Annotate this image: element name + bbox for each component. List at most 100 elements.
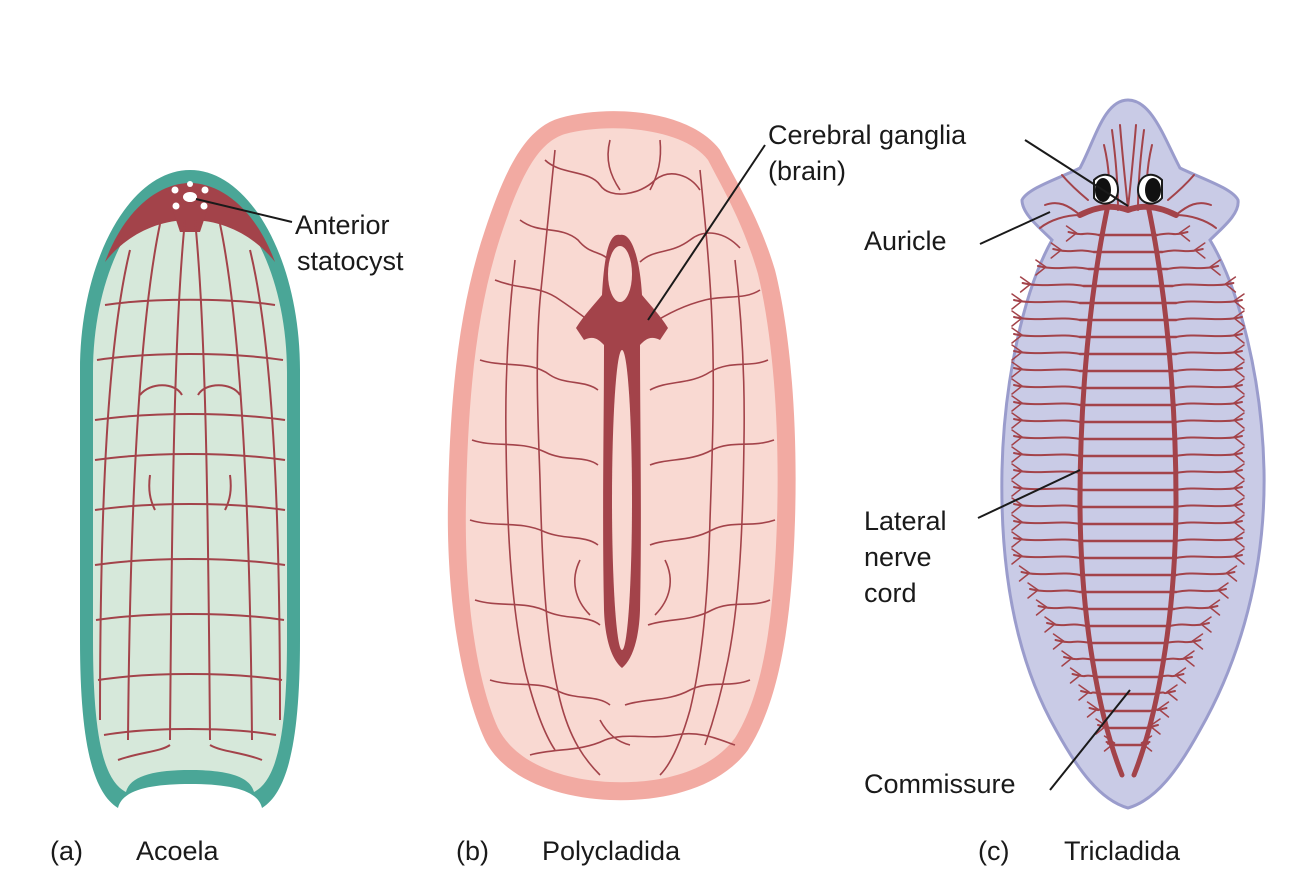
tricladida-nerve-branch xyxy=(1013,503,1081,508)
tricladida-nerve-branch xyxy=(1078,684,1090,693)
acoela-statocyst-cell xyxy=(172,202,180,210)
tricladida-nerve-branch xyxy=(1233,395,1245,404)
tricladida-nerve-branch xyxy=(1061,650,1073,659)
tricladida-nerve-branch xyxy=(1233,538,1245,548)
leader-auricle xyxy=(979,211,1051,245)
tricladida-nerve-branch xyxy=(1019,283,1032,293)
tricladida-nerve-branch xyxy=(1013,333,1081,338)
tricladida-nerve-branch xyxy=(1027,582,1039,591)
tricladida-nerve-branch xyxy=(1105,741,1116,746)
tricladida-nerve-branch xyxy=(1018,572,1031,582)
tricladida-brain xyxy=(1077,203,1179,218)
panel-name-tricladida: Tricladida xyxy=(1064,836,1181,866)
tricladida-nerve-branch xyxy=(1233,555,1245,565)
tricladida-nerve-branch xyxy=(1011,446,1023,455)
tricladida-nerve-branch xyxy=(1149,718,1161,727)
leader-commissure xyxy=(1049,689,1131,791)
tricladida-nerve-branch xyxy=(1065,225,1078,234)
tricladida-nerve-branch xyxy=(1011,412,1023,421)
tricladida-nerve-branch xyxy=(1021,282,1085,287)
tricladida-nerve-branch xyxy=(1011,531,1023,540)
tricladida-nerve-branch xyxy=(1164,639,1202,644)
tricladida-nerve-branch xyxy=(1054,639,1092,644)
tricladida-nerve-branch xyxy=(1011,378,1023,387)
tricladida-figure xyxy=(1000,98,1266,810)
polycladida-nerve-net xyxy=(469,139,776,776)
tricladida-nerve-branch xyxy=(1224,283,1237,293)
tricladida-nerve-branch xyxy=(1095,725,1107,735)
tricladida-nerve-branch xyxy=(1175,537,1243,542)
tricladida-nerve-branch xyxy=(1178,225,1191,234)
tricladida-nerve-branch xyxy=(1233,334,1245,344)
tricladida-nerve-branch xyxy=(1046,622,1088,627)
tricladida-nerve-branch xyxy=(1224,276,1237,285)
label-lateral: Lateral xyxy=(864,506,947,536)
tricladida-nerve-branch xyxy=(1233,480,1245,489)
tricladida-nerve-branch xyxy=(1011,385,1023,395)
tricladida-nerve-branch xyxy=(1168,622,1210,627)
tricladida-nerve-branch xyxy=(1225,572,1238,582)
label-statocyst: statocyst xyxy=(297,246,404,276)
tricladida-nerve-branch xyxy=(1175,367,1243,372)
tricladida-nerve-branch xyxy=(1175,520,1243,525)
tricladida-nerve-branch xyxy=(1191,640,1204,650)
tricladida-nerve-branch xyxy=(1011,334,1023,344)
tricladida-nerve-branch xyxy=(1233,446,1245,455)
tricladida-nerve-branch xyxy=(1011,317,1023,327)
tricladida-nerve-branch xyxy=(1052,248,1095,253)
leader-cerebral-ganglia xyxy=(647,144,766,321)
tricladida-nerve-branch xyxy=(1011,368,1023,378)
tricladida-nerve-branch xyxy=(1161,248,1204,253)
tricladida-nerve-branch xyxy=(1069,667,1082,676)
tricladida-nerve-branch xyxy=(1166,691,1178,701)
tricladida-nerve-branch xyxy=(1011,453,1023,463)
polycladida-brain-top xyxy=(608,246,632,302)
tricladida-nerve-branch xyxy=(1080,690,1104,695)
labels: Anterior statocyst Cerebral ganglia (bra… xyxy=(50,120,1181,866)
tricladida-nerve-branch xyxy=(1217,582,1229,591)
tricladida-nerve-branch xyxy=(1013,367,1081,372)
leader-lines xyxy=(195,139,1131,791)
tricladida-nerve-branch xyxy=(1050,242,1062,251)
tricladida-nerve-branch xyxy=(1013,554,1081,559)
tricladida-nerve-branch xyxy=(1208,599,1221,608)
tricladida-nerve-branch xyxy=(1233,463,1245,472)
tricladida-nerve-branch xyxy=(1175,384,1243,389)
label-cerebral-ganglia: Cerebral ganglia xyxy=(768,120,967,150)
tricladida-nerve-branch xyxy=(1225,565,1238,574)
tricladida-nerve-branch xyxy=(1233,429,1245,438)
tricladida-nerve-branch xyxy=(1140,741,1151,746)
tricladida-nerve-branch xyxy=(1233,521,1245,531)
tricladida-nerve-branch xyxy=(1011,538,1023,548)
tricladida-nerve-branch xyxy=(1157,708,1170,718)
tricladida-nerve-branch xyxy=(1140,742,1153,752)
tricladida-nerve-branch xyxy=(1233,487,1245,497)
tricladida-nerve-branch xyxy=(1035,599,1048,608)
tricladida-nerve-branch xyxy=(1217,589,1229,599)
tricladida-nerve-branch xyxy=(1071,673,1100,678)
tricladida-nerve-branch xyxy=(1233,293,1245,302)
tricladida-nerve-branch xyxy=(1175,299,1243,304)
tricladida-nerve-branch xyxy=(1233,344,1245,353)
tricladida-nerve-branch xyxy=(1013,401,1081,406)
tricladida-eye-right xyxy=(1136,173,1163,205)
tricladida-nerve-branch xyxy=(1156,231,1189,236)
tricladida-nerve-branch xyxy=(1011,344,1023,353)
tricladida-nerve-branch xyxy=(1011,463,1023,472)
tricladida-nerve-branch xyxy=(1157,701,1170,710)
tricladida-nerve-branch xyxy=(1191,633,1204,642)
tricladida-nerve-branch xyxy=(1175,588,1227,593)
tricladida-nerve-branch xyxy=(1233,531,1245,540)
tricladida-nerve-branch xyxy=(1233,436,1245,446)
tricladida-nerve-branch xyxy=(1209,259,1221,268)
tricladida-nerve-branch xyxy=(1166,684,1178,693)
tricladida-nerve-branch xyxy=(1029,588,1081,593)
tricladida-nerve-branch xyxy=(1011,327,1023,336)
tricladida-eye-left xyxy=(1093,173,1120,205)
tricladida-nerve-branch xyxy=(1233,317,1245,327)
tricladida-nerve-branch xyxy=(1095,718,1107,727)
acoela-brain-stem xyxy=(172,208,208,232)
tricladida-nerve-branch xyxy=(1044,616,1056,625)
tricladida-nerve-branch xyxy=(1086,701,1099,710)
tricladida-nerve-branch xyxy=(1233,378,1245,387)
